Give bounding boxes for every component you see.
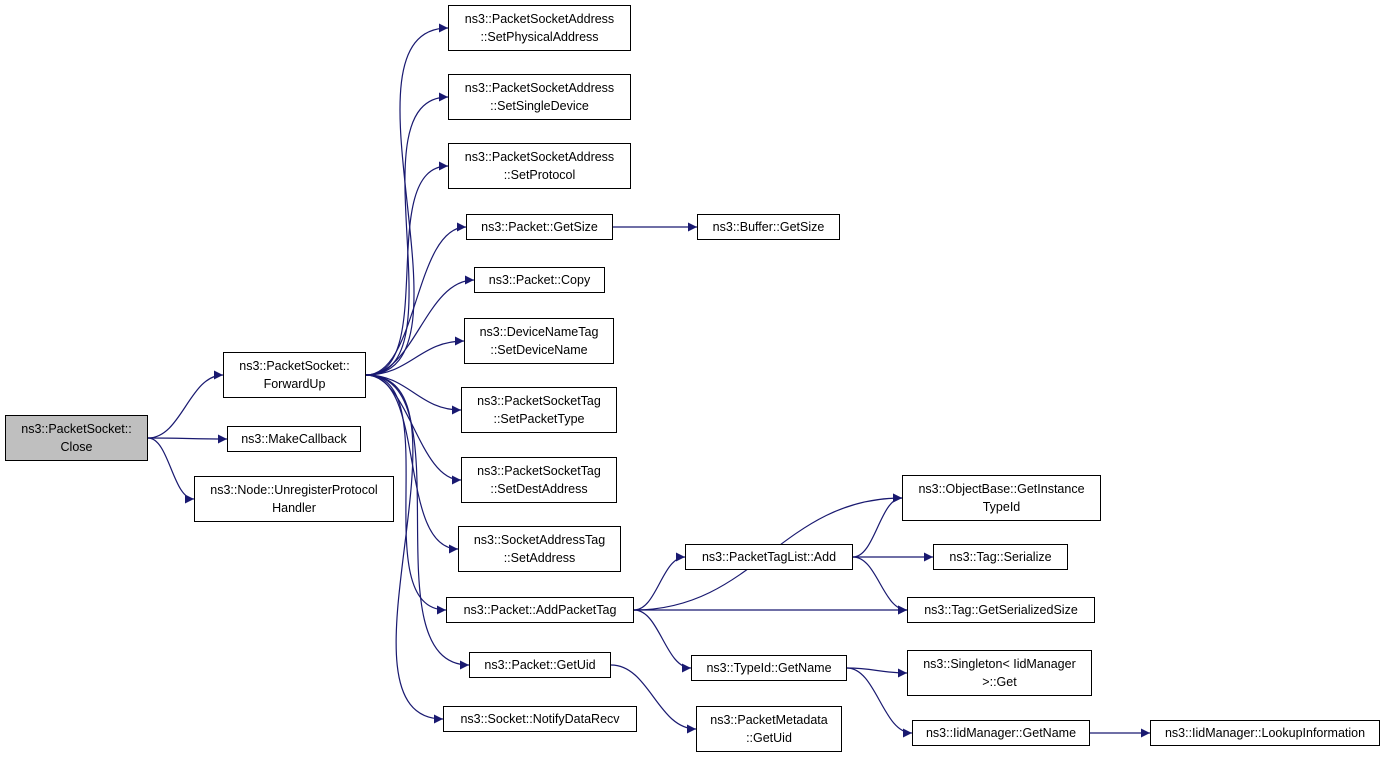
node-set-device-name[interactable]: ns3::DeviceNameTag ::SetDeviceName bbox=[464, 318, 614, 364]
edge-packet_tag_list_add-to-tag_get_serialized_size bbox=[852, 556, 908, 615]
node-singleton-get[interactable]: ns3::Singleton< IidManager >::Get bbox=[907, 650, 1092, 696]
node-packet-get-size[interactable]: ns3::Packet::GetSize bbox=[466, 214, 613, 240]
edge-forward_up-to-set_single_device bbox=[365, 92, 449, 376]
edge-forward_up-to-set_packet_type bbox=[365, 374, 462, 415]
node-add-packet-tag[interactable]: ns3::Packet::AddPacketTag bbox=[446, 597, 634, 623]
edge-forward_up-to-set_device_name bbox=[365, 336, 465, 376]
node-get-instance-type-id[interactable]: ns3::ObjectBase::GetInstance TypeId bbox=[902, 475, 1101, 521]
node-packet-metadata-get-uid-label-line1: ns3::PacketMetadata bbox=[710, 713, 828, 727]
node-packet-tag-list-add[interactable]: ns3::PacketTagList::Add bbox=[685, 544, 853, 570]
node-set-address[interactable]: ns3::SocketAddressTag ::SetAddress bbox=[458, 526, 621, 572]
node-close-label-line1: ns3::PacketSocket:: bbox=[21, 422, 132, 436]
node-tag-get-serialized-size-label: ns3::Tag::GetSerializedSize bbox=[924, 603, 1078, 617]
node-set-address-label-line1: ns3::SocketAddressTag bbox=[473, 533, 606, 547]
edge-forward_up-to-notify_data_recv bbox=[365, 374, 444, 724]
node-add-packet-tag-label: ns3::Packet::AddPacketTag bbox=[463, 603, 617, 617]
node-tag-serialize[interactable]: ns3::Tag::Serialize bbox=[933, 544, 1068, 570]
edge-forward_up-to-set_physical_address bbox=[365, 23, 449, 376]
node-notify-data-recv[interactable]: ns3::Socket::NotifyDataRecv bbox=[443, 706, 637, 732]
node-unregister-protocol-handler[interactable]: ns3::Node::UnregisterProtocol Handler bbox=[194, 476, 394, 522]
node-set-protocol[interactable]: ns3::PacketSocketAddress ::SetProtocol bbox=[448, 143, 631, 189]
edge-close-to-unregister_protocol_handler bbox=[147, 437, 195, 504]
node-set-device-name-label-line1: ns3::DeviceNameTag bbox=[479, 325, 599, 339]
node-iid-manager-get-name-label: ns3::IidManager::GetName bbox=[925, 726, 1077, 740]
edge-packet_tag_list_add-to-get_instance_type_id bbox=[852, 493, 903, 558]
node-close-label-line2: Close bbox=[60, 440, 93, 454]
edge-forward_up-to-packet_get_size bbox=[365, 222, 467, 376]
node-buffer-get-size[interactable]: ns3::Buffer::GetSize bbox=[697, 214, 840, 240]
node-set-protocol-label-line2: ::SetProtocol bbox=[503, 168, 576, 182]
node-packet-get-uid[interactable]: ns3::Packet::GetUid bbox=[469, 652, 611, 678]
node-set-single-device-label-line2: ::SetSingleDevice bbox=[490, 99, 589, 113]
node-set-address-label-line2: ::SetAddress bbox=[503, 551, 576, 565]
node-tag-serialize-label: ns3::Tag::Serialize bbox=[949, 550, 1052, 564]
node-packet-metadata-get-uid-label-line2: ::GetUid bbox=[746, 731, 792, 745]
node-set-physical-address[interactable]: ns3::PacketSocketAddress ::SetPhysicalAd… bbox=[448, 5, 631, 51]
edge-add_packet_tag-to-packet_tag_list_add bbox=[633, 552, 686, 611]
node-set-physical-address-label-line2: ::SetPhysicalAddress bbox=[480, 30, 599, 44]
edge-type_id_get_name-to-iid_manager_get_name bbox=[846, 667, 913, 738]
node-set-single-device-label-line1: ns3::PacketSocketAddress bbox=[464, 81, 615, 95]
node-forward-up[interactable]: ns3::PacketSocket:: ForwardUp bbox=[223, 352, 366, 398]
edge-forward_up-to-set_protocol bbox=[365, 161, 449, 376]
node-buffer-get-size-label: ns3::Buffer::GetSize bbox=[712, 220, 825, 234]
node-packet-get-uid-label: ns3::Packet::GetUid bbox=[484, 658, 596, 672]
edge-forward_up-to-packet_copy bbox=[365, 275, 475, 376]
node-iid-manager-lookup-information-label: ns3::IidManager::LookupInformation bbox=[1164, 726, 1366, 740]
node-unregister-protocol-handler-label-line2: Handler bbox=[272, 501, 316, 515]
edge-add_packet_tag-to-type_id_get_name bbox=[633, 609, 692, 673]
node-unregister-protocol-handler-label-line1: ns3::Node::UnregisterProtocol bbox=[210, 483, 378, 497]
node-singleton-get-label-line1: ns3::Singleton< IidManager bbox=[923, 657, 1076, 671]
node-set-physical-address-label-line1: ns3::PacketSocketAddress bbox=[464, 12, 615, 26]
node-get-instance-type-id-label-line1: ns3::ObjectBase::GetInstance bbox=[918, 482, 1085, 496]
node-set-packet-type-label-line1: ns3::PacketSocketTag bbox=[477, 394, 601, 408]
node-set-packet-type-label-line2: ::SetPacketType bbox=[493, 412, 585, 426]
node-set-dest-address-label-line2: ::SetDestAddress bbox=[490, 482, 588, 496]
node-forward-up-label-line1: ns3::PacketSocket:: bbox=[239, 359, 350, 373]
node-iid-manager-lookup-information[interactable]: ns3::IidManager::LookupInformation bbox=[1150, 720, 1380, 746]
node-close: ns3::PacketSocket:: Close bbox=[5, 415, 148, 461]
edge-packet_get_uid-to-packet_metadata_get_uid bbox=[610, 664, 697, 734]
node-make-callback-label: ns3::MakeCallback bbox=[241, 432, 347, 446]
edge-close-to-make_callback bbox=[147, 434, 228, 444]
node-set-device-name-label-line2: ::SetDeviceName bbox=[490, 343, 588, 357]
node-make-callback[interactable]: ns3::MakeCallback bbox=[227, 426, 361, 452]
node-singleton-get-label-line2: >::Get bbox=[982, 675, 1017, 689]
edge-forward_up-to-set_address bbox=[365, 374, 459, 554]
node-get-instance-type-id-label-line2: TypeId bbox=[982, 500, 1021, 514]
node-tag-get-serialized-size[interactable]: ns3::Tag::GetSerializedSize bbox=[907, 597, 1095, 623]
node-set-single-device[interactable]: ns3::PacketSocketAddress ::SetSingleDevi… bbox=[448, 74, 631, 120]
edge-forward_up-to-packet_get_uid bbox=[365, 374, 470, 670]
node-set-packet-type[interactable]: ns3::PacketSocketTag ::SetPacketType bbox=[461, 387, 617, 433]
node-packet-copy-label: ns3::Packet::Copy bbox=[488, 273, 591, 287]
node-packet-tag-list-add-label: ns3::PacketTagList::Add bbox=[701, 550, 837, 564]
node-packet-get-size-label: ns3::Packet::GetSize bbox=[481, 220, 598, 234]
edge-type_id_get_name-to-singleton_get bbox=[846, 667, 908, 678]
node-notify-data-recv-label: ns3::Socket::NotifyDataRecv bbox=[460, 712, 620, 726]
edge-close-to-forward_up bbox=[147, 370, 224, 439]
edge-forward_up-to-set_dest_address bbox=[365, 374, 462, 485]
node-set-dest-address[interactable]: ns3::PacketSocketTag ::SetDestAddress bbox=[461, 457, 617, 503]
node-type-id-get-name[interactable]: ns3::TypeId::GetName bbox=[691, 655, 847, 681]
node-packet-metadata-get-uid[interactable]: ns3::PacketMetadata ::GetUid bbox=[696, 706, 842, 752]
node-set-protocol-label-line1: ns3::PacketSocketAddress bbox=[464, 150, 615, 164]
node-iid-manager-get-name[interactable]: ns3::IidManager::GetName bbox=[912, 720, 1090, 746]
node-forward-up-label-line2: ForwardUp bbox=[263, 377, 326, 391]
node-packet-copy[interactable]: ns3::Packet::Copy bbox=[474, 267, 605, 293]
node-type-id-get-name-label: ns3::TypeId::GetName bbox=[706, 661, 832, 675]
node-set-dest-address-label-line1: ns3::PacketSocketTag bbox=[477, 464, 601, 478]
